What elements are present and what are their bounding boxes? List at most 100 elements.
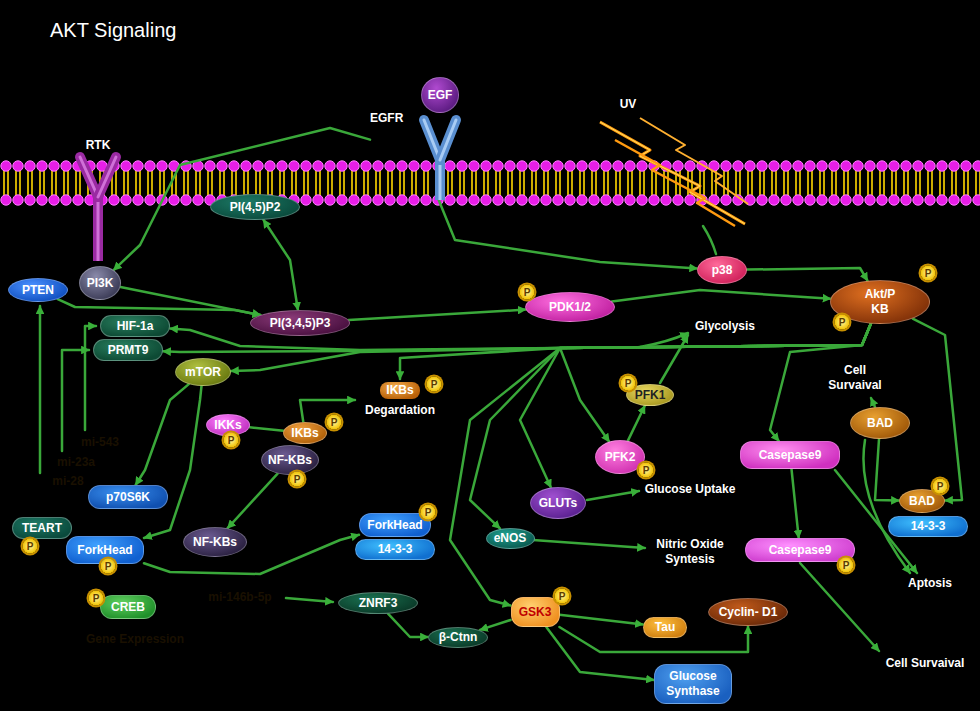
phospho-badge: P xyxy=(839,558,854,573)
pathway-connector xyxy=(58,299,261,315)
node-label: PI3K xyxy=(87,276,114,291)
node-label: PFK2 xyxy=(605,450,636,465)
node-label: IKBs xyxy=(291,426,318,441)
pathway-line xyxy=(703,226,716,254)
dna-rung xyxy=(167,574,169,587)
receptor-node: RTK xyxy=(66,135,130,261)
dna-rung xyxy=(155,562,157,586)
pathway-connector xyxy=(913,319,962,501)
node-label: EGFR xyxy=(370,111,403,126)
protein-node: Glucose Synthase xyxy=(654,664,732,704)
node-label: PFK1 xyxy=(635,388,666,403)
dna-rung xyxy=(35,495,37,508)
mirna-label: mi-28 xyxy=(52,474,83,489)
pathway-connector xyxy=(450,324,871,606)
receptor-arm xyxy=(93,195,103,261)
pathway-line xyxy=(533,540,645,548)
node-label: EGF xyxy=(428,88,453,103)
protein-node: 14-3-3 xyxy=(888,516,968,537)
pathway-connector xyxy=(480,620,511,630)
process-label: UV xyxy=(620,97,637,112)
protein-node: CREB xyxy=(100,595,156,619)
diagram-title: AKT Signaling xyxy=(50,18,176,42)
protein-node: p38 xyxy=(697,256,747,284)
nucleus-outline xyxy=(0,418,332,711)
node-label: ForkHead xyxy=(77,543,132,558)
phospho-badge: P xyxy=(101,559,116,574)
phospho-badge: P xyxy=(921,266,936,281)
node-label: GLUTs xyxy=(539,496,577,511)
pathway-line xyxy=(800,563,879,651)
node-label: BAD xyxy=(909,494,935,509)
pathway-connector xyxy=(439,200,698,268)
node-label: mTOR xyxy=(185,365,221,380)
pathway-connector xyxy=(250,427,284,431)
process-label: Glycolysis xyxy=(695,319,755,334)
node-label: eNOS xyxy=(494,531,527,546)
pathway-line xyxy=(640,333,688,347)
node-label: IKKs xyxy=(214,418,241,433)
phospho-badge: P xyxy=(89,591,104,606)
node-label: 14-3-3 xyxy=(911,519,946,534)
dna-rung xyxy=(179,585,181,592)
receptor-highlight xyxy=(97,195,100,261)
node-label: p38 xyxy=(712,263,733,278)
receptor-node: EGFR xyxy=(370,108,470,200)
receptor-shape xyxy=(66,135,130,261)
protein-node: NF-KBs xyxy=(261,445,319,475)
pathway-connector xyxy=(560,324,871,442)
node-label: PTEN xyxy=(22,283,54,298)
receptor-highlight xyxy=(440,120,456,160)
node-label: CREB xyxy=(111,600,145,615)
pathway-connector xyxy=(875,439,899,501)
uv-rays xyxy=(600,118,748,226)
pathway-connector xyxy=(144,535,359,574)
pathway-connector xyxy=(470,324,871,529)
dna-rung xyxy=(11,478,13,496)
node-label: 14-3-3 xyxy=(378,542,413,557)
node-label: Cyclin- D1 xyxy=(719,605,778,620)
node-label: HIF-1a xyxy=(117,319,154,334)
node-label: ZNRF3 xyxy=(359,596,398,611)
node-label: ForkHead xyxy=(367,518,422,533)
protein-node: Casepase9 xyxy=(740,441,840,469)
protein-node: PDK1/2 xyxy=(525,292,615,322)
protein-node: NF-KBs xyxy=(183,527,247,557)
protein-node: mTOR xyxy=(175,358,231,386)
pathway-connector xyxy=(144,386,202,538)
node-label: PDK1/2 xyxy=(549,300,591,315)
protein-node: GLUTs xyxy=(530,487,586,519)
protein-node: β-Ctnn xyxy=(428,627,488,648)
pathway-line xyxy=(85,326,96,430)
pathway-connector xyxy=(349,310,526,321)
node-label: PI(4,5)P2 xyxy=(230,200,281,215)
uv-ray xyxy=(640,118,748,204)
node-label: PRMT9 xyxy=(108,343,149,358)
dna-rung xyxy=(47,505,49,512)
cell-membrane xyxy=(0,160,980,206)
node-label: Casepase9 xyxy=(759,448,822,463)
node-label: Gene Expression xyxy=(86,632,184,647)
node-label: PI(3,4,5)P3 xyxy=(270,316,331,331)
dna-strand xyxy=(0,478,188,587)
node-label: Casepase9 xyxy=(769,543,832,558)
process-label: Cell Survaival xyxy=(886,656,965,671)
phospho-badge: P xyxy=(427,377,442,392)
protein-node: ZNRF3 xyxy=(338,592,418,614)
node-label: Glucose Synthase xyxy=(662,669,724,699)
protein-node: PFK2 xyxy=(595,440,645,474)
protein-node: Tau xyxy=(643,617,687,638)
pathway-connector xyxy=(263,220,298,310)
phospho-badge: P xyxy=(327,415,342,430)
process-label: Cell Survaival xyxy=(822,363,888,393)
pathway-connector xyxy=(546,627,654,680)
phospho-badge: P xyxy=(639,463,654,478)
receptor-highlight xyxy=(98,157,116,197)
protein-node: eNOS xyxy=(486,528,535,549)
node-label: BAD xyxy=(867,416,893,431)
phospho-badge: P xyxy=(555,589,570,604)
phospho-badge: P xyxy=(421,505,436,520)
phospho-badge: P xyxy=(23,539,38,554)
pathway-line xyxy=(286,598,333,602)
